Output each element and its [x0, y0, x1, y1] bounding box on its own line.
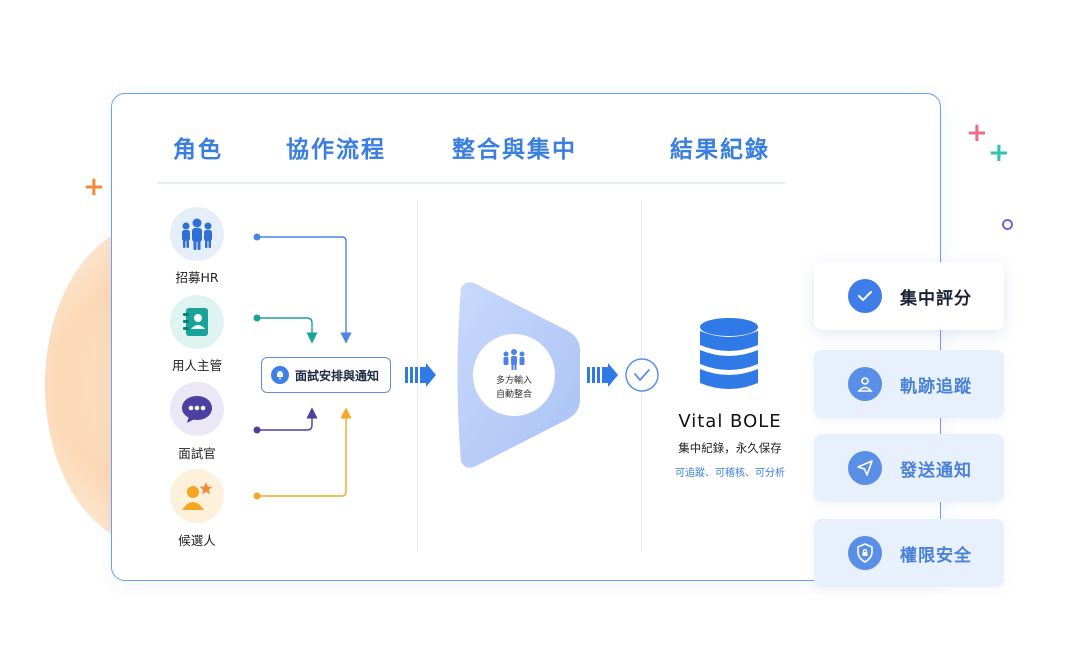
location-person-icon — [848, 367, 882, 401]
interview-notify-box: 面試安排與通知 — [261, 357, 391, 393]
header-roles: 角色 — [173, 137, 223, 163]
contact-book-icon — [183, 308, 208, 336]
feature-send-notification[interactable]: 發送通知 — [814, 434, 1004, 502]
chat-bubble-icon — [182, 396, 212, 423]
feature-trace-tracking[interactable]: 軌跡追蹤 — [814, 350, 1004, 418]
funnel-line-2: 自動整合 — [495, 390, 532, 400]
feature-label: 發送通知 — [900, 460, 972, 481]
role-interviewer — [170, 382, 224, 436]
feature-label: 權限安全 — [900, 545, 972, 566]
result-title: Vital BOLE — [678, 411, 782, 432]
hr-connector — [253, 233, 352, 344]
result-note: 可追蹤、可稽核、可分析 — [675, 468, 785, 479]
role-manager — [170, 295, 224, 349]
notify-label: 面試安排與通知 — [295, 368, 380, 383]
check-icon — [848, 279, 882, 313]
interviewer-connector — [253, 407, 318, 434]
pink-plus-icon: + — [966, 118, 988, 148]
header-result-record: 結果紀錄 — [670, 137, 770, 163]
header-collaboration-flow: 協作流程 — [286, 137, 386, 163]
header-divider — [157, 182, 785, 184]
feature-label: 軌跡追蹤 — [900, 376, 972, 397]
role-candidate — [170, 469, 224, 523]
funnel-line-1: 多方輸入 — [495, 376, 532, 386]
shield-lock-icon — [848, 536, 882, 570]
feature-centralized-scoring[interactable]: 集中評分 — [814, 262, 1004, 330]
candidate-connector — [253, 407, 352, 500]
teal-plus-icon: + — [988, 138, 1010, 168]
feature-label: 集中評分 — [900, 288, 972, 309]
header-integration: 整合與集中 — [452, 137, 577, 163]
role-label-hr: 招募HR — [175, 270, 219, 285]
feature-permission-security[interactable]: 權限安全 — [814, 519, 1004, 587]
role-label-interviewer: 面試官 — [178, 446, 216, 461]
bell-icon — [271, 366, 289, 384]
flow-arrow-to-check — [587, 363, 618, 387]
role-hr — [170, 207, 224, 261]
orange-plus-icon: + — [83, 172, 105, 202]
funnel-center: 多方輸入 自動整合 — [473, 334, 555, 416]
group-icon — [503, 349, 525, 370]
check-circle-icon — [625, 358, 659, 392]
result-subtitle: 集中紀錄，永久保存 — [678, 441, 782, 455]
role-label-manager: 用人主管 — [171, 358, 222, 373]
flow-arrow-to-funnel — [405, 363, 436, 387]
manager-connector — [253, 314, 318, 344]
person-star-icon — [182, 482, 213, 510]
paper-plane-icon — [848, 451, 882, 485]
database-icon — [700, 318, 758, 389]
role-label-candidate: 候選人 — [178, 533, 216, 548]
purple-dot-icon — [1002, 219, 1013, 230]
team-icon — [182, 218, 212, 250]
